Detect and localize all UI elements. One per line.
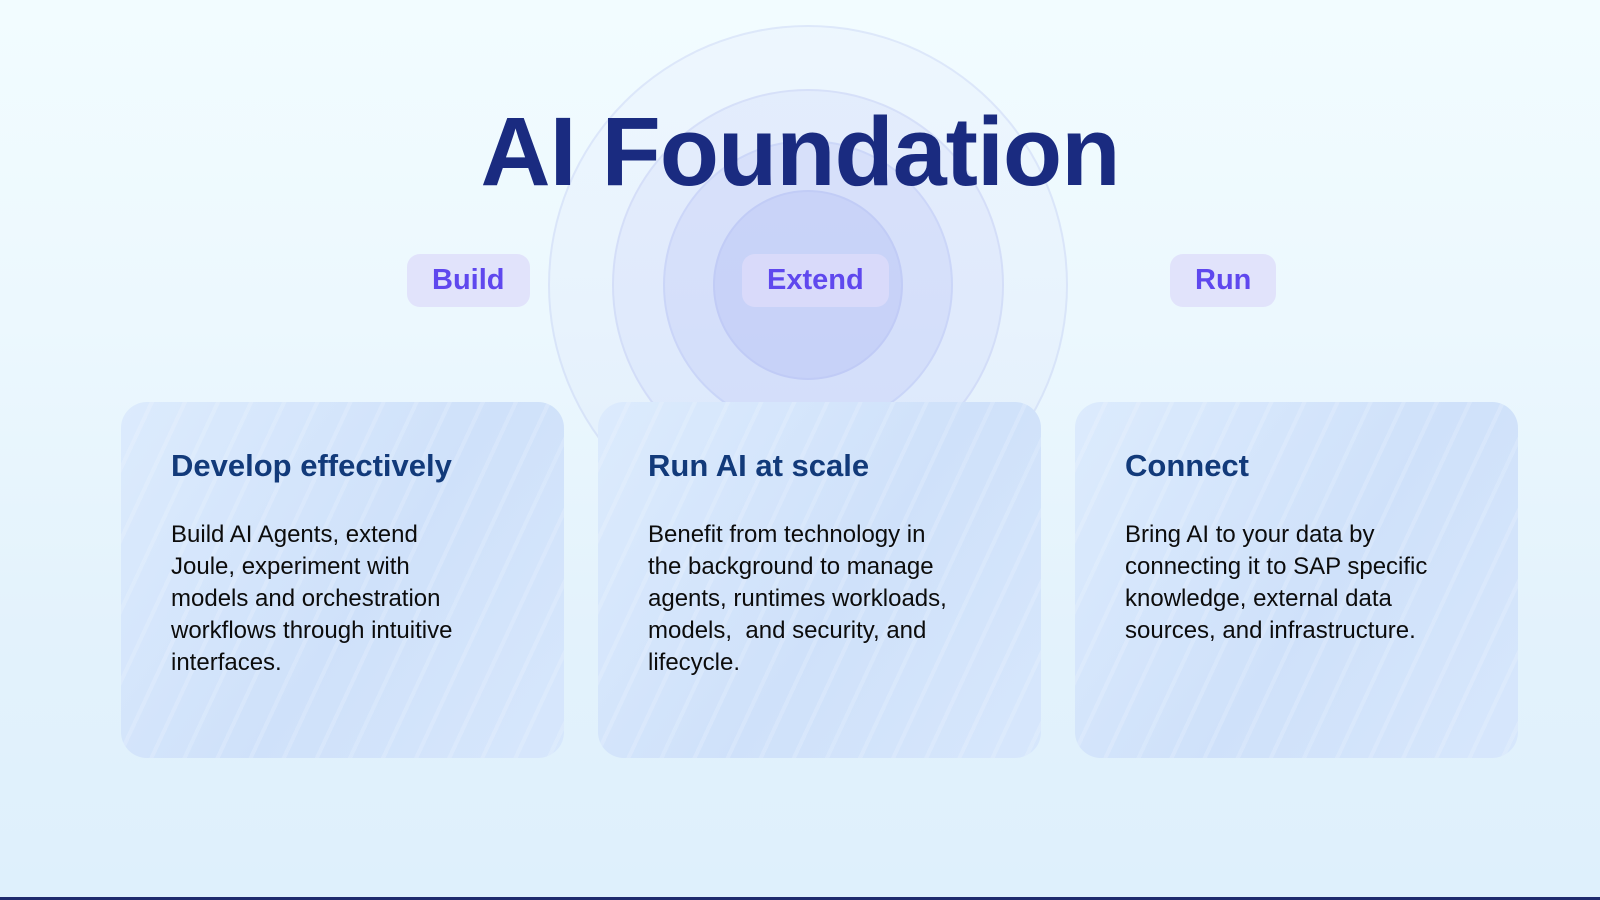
page-title: AI Foundation (480, 97, 1121, 206)
card-heading: Develop effectively (171, 448, 452, 483)
card-run-ai-at-scale: Run AI at scale Benefit from technology … (598, 402, 1041, 758)
pill-run[interactable]: Run (1170, 254, 1277, 307)
pill-build[interactable]: Build (407, 254, 530, 307)
card-connect: Connect Bring AI to your data by connect… (1075, 402, 1518, 758)
card-heading: Run AI at scale (648, 448, 870, 483)
card-heading: Connect (1125, 448, 1249, 483)
card-body: Benefit from technology in the backgroun… (648, 521, 947, 676)
bottom-edge-bar (0, 897, 1600, 900)
card-body: Build AI Agents, extend Joule, experimen… (171, 521, 453, 676)
pill-extend[interactable]: Extend (742, 254, 889, 307)
card-develop-effectively: Develop effectively Build AI Agents, ext… (121, 402, 564, 758)
card-body: Bring AI to your data by connecting it t… (1125, 521, 1428, 644)
cards-row: Develop effectively Build AI Agents, ext… (121, 402, 1518, 758)
